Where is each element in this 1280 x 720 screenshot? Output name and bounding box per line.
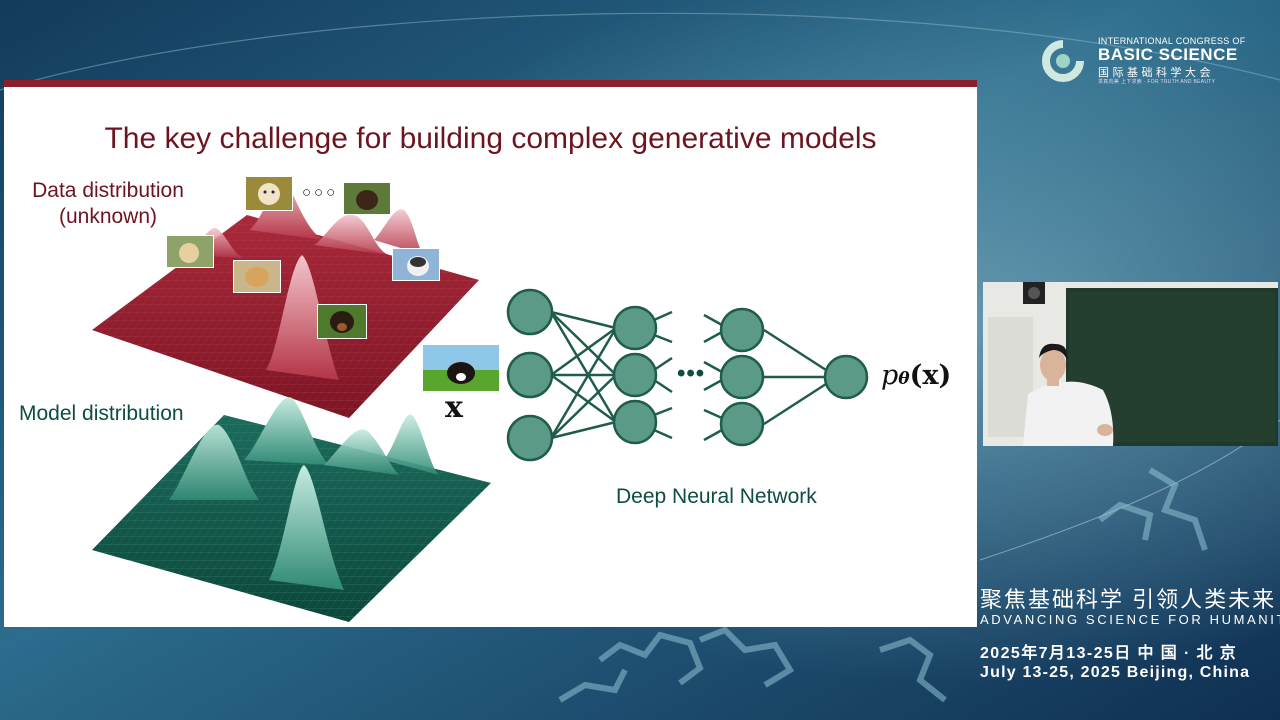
logo-line1: INTERNATIONAL CONGRESS OF	[1098, 36, 1246, 46]
slogan-english: ADVANCING SCIENCE FOR HUMANITY	[980, 612, 1280, 627]
congress-logo-icon	[1042, 40, 1084, 82]
dog-photo-icon	[422, 344, 500, 392]
data-distribution-label: Data distribution (unknown)	[18, 178, 198, 230]
logo-line2: BASIC SCIENCE	[1098, 45, 1238, 64]
dog-photo-icon	[392, 248, 440, 281]
dog-photo-icon	[245, 176, 293, 211]
x-symbol: x	[445, 390, 463, 425]
logo-line3: 国际基础科学大会	[1098, 67, 1214, 79]
dog-photo-icon	[317, 304, 367, 339]
slogan-chinese: 聚焦基础科学 引领人类未来	[980, 587, 1277, 612]
speaker	[1023, 343, 1114, 446]
presentation-slide: The key challenge for building complex g…	[4, 80, 977, 627]
speaker-video	[983, 282, 1278, 446]
slide-title: The key challenge for building complex g…	[104, 122, 877, 155]
network-edges	[549, 310, 827, 442]
images-ellipsis: ○○○	[302, 184, 339, 201]
p-symbol: p	[881, 360, 899, 391]
slide-top-bar	[4, 80, 977, 87]
dog-photo-icon	[166, 235, 214, 268]
network-nodes	[506, 288, 869, 462]
event-date-english: July 13-25, 2025 Beijing, China	[980, 664, 1251, 681]
theta-symbol: θ	[898, 369, 910, 389]
model-distribution-surface	[92, 397, 491, 622]
layers-ellipsis: •••	[677, 360, 706, 387]
model-distribution-label: Model distribution	[19, 402, 184, 425]
paren-x-symbol: (x)	[909, 360, 952, 391]
deep-neural-network-label: Deep Neural Network	[616, 485, 817, 508]
event-date-chinese: 2025年7月13-25日 中 国 · 北 京	[980, 645, 1238, 662]
dog-photo-icon	[343, 182, 391, 215]
dog-photo-icon	[233, 260, 281, 293]
data-distribution-label-line2: (unknown)	[58, 205, 158, 228]
output-probability-label: pθ(x)	[881, 360, 951, 391]
logo-line4: 求真向美 上下求索 · FOR TRUTH AND BEAUTY	[1098, 79, 1216, 85]
neural-network-diagram	[506, 288, 869, 462]
event-logo: INTERNATIONAL CONGRESS OF BASIC SCIENCE …	[1040, 36, 1255, 88]
data-distribution-label-line1: Data distribution	[32, 179, 184, 202]
